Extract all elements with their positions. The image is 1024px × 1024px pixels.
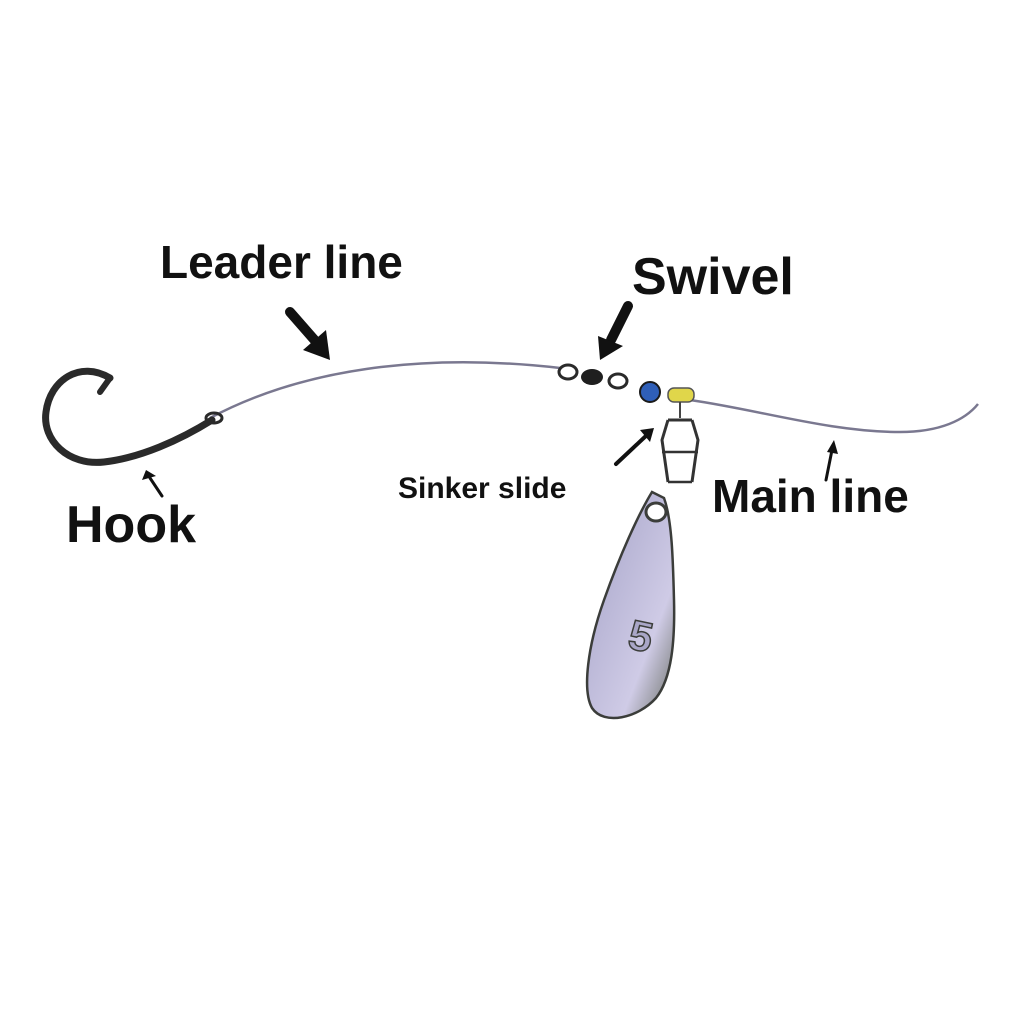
sinker-slide-arrow [614, 428, 654, 466]
leader-line-arrow [285, 307, 330, 360]
hook [42, 367, 224, 466]
main-line-arrow [824, 440, 838, 482]
leader-line [209, 361, 561, 420]
main-line [689, 398, 979, 434]
sinker-slide [660, 387, 700, 484]
main-line-label: Main line [712, 470, 909, 522]
swivel-label: Swivel [632, 248, 794, 306]
hook-label: Hook [66, 496, 196, 554]
swivel [557, 363, 629, 390]
bead [639, 381, 661, 403]
leader-line-label: Leader line [160, 236, 403, 288]
sinker: 5 [585, 490, 676, 720]
sinker-slide-label: Sinker slide [398, 472, 566, 505]
hook-arrow [142, 470, 164, 498]
swivel-arrow [598, 301, 633, 360]
